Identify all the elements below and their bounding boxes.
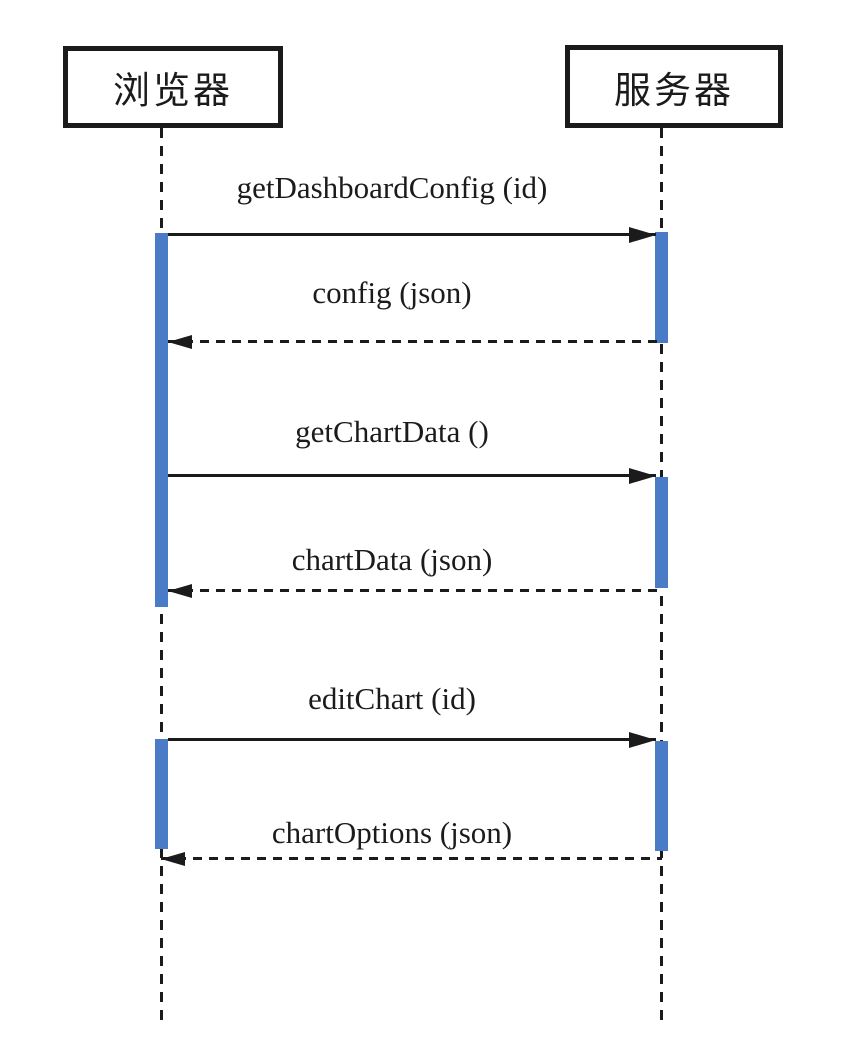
message-arrow-chartdata-return (168, 583, 662, 598)
actor-label-server: 服务器 (614, 70, 734, 112)
message-label-config: config (json) (312, 275, 472, 310)
actor-label-browser: 浏览器 (113, 71, 233, 112)
arrowhead-right-icon (629, 226, 656, 243)
actor-box-server: 服务器 (565, 45, 783, 128)
message-arrow-chartoptions-return (161, 851, 662, 866)
activation-bar-browser-1 (155, 233, 168, 607)
message-label-getdashboardconfig: getDashboardConfig (id) (236, 170, 548, 205)
arrowhead-right-icon (629, 731, 656, 748)
arrowhead-left-icon (168, 334, 192, 349)
message-arrow-config-return (168, 334, 662, 349)
actor-box-browser: 浏览器 (63, 46, 283, 128)
message-label-getchartdata: getChartData () (295, 414, 489, 449)
message-label-chartoptions: chartOptions (json) (271, 815, 513, 850)
message-label-editchart: editChart (id) (308, 681, 476, 716)
activation-bar-server-1 (655, 232, 668, 343)
arrowhead-right-icon (629, 467, 656, 484)
activation-bar-browser-2 (155, 739, 168, 849)
message-label-chartdata: chartData (json) (291, 542, 493, 577)
activation-bar-server-2 (655, 477, 668, 588)
message-arrow-getdashboardconfig (168, 226, 656, 243)
arrowhead-left-icon (168, 583, 192, 598)
message-arrow-getchartdata (168, 467, 656, 484)
arrowhead-left-icon (161, 851, 185, 866)
activation-bar-server-3 (655, 741, 668, 851)
message-arrow-editchart (168, 731, 656, 748)
